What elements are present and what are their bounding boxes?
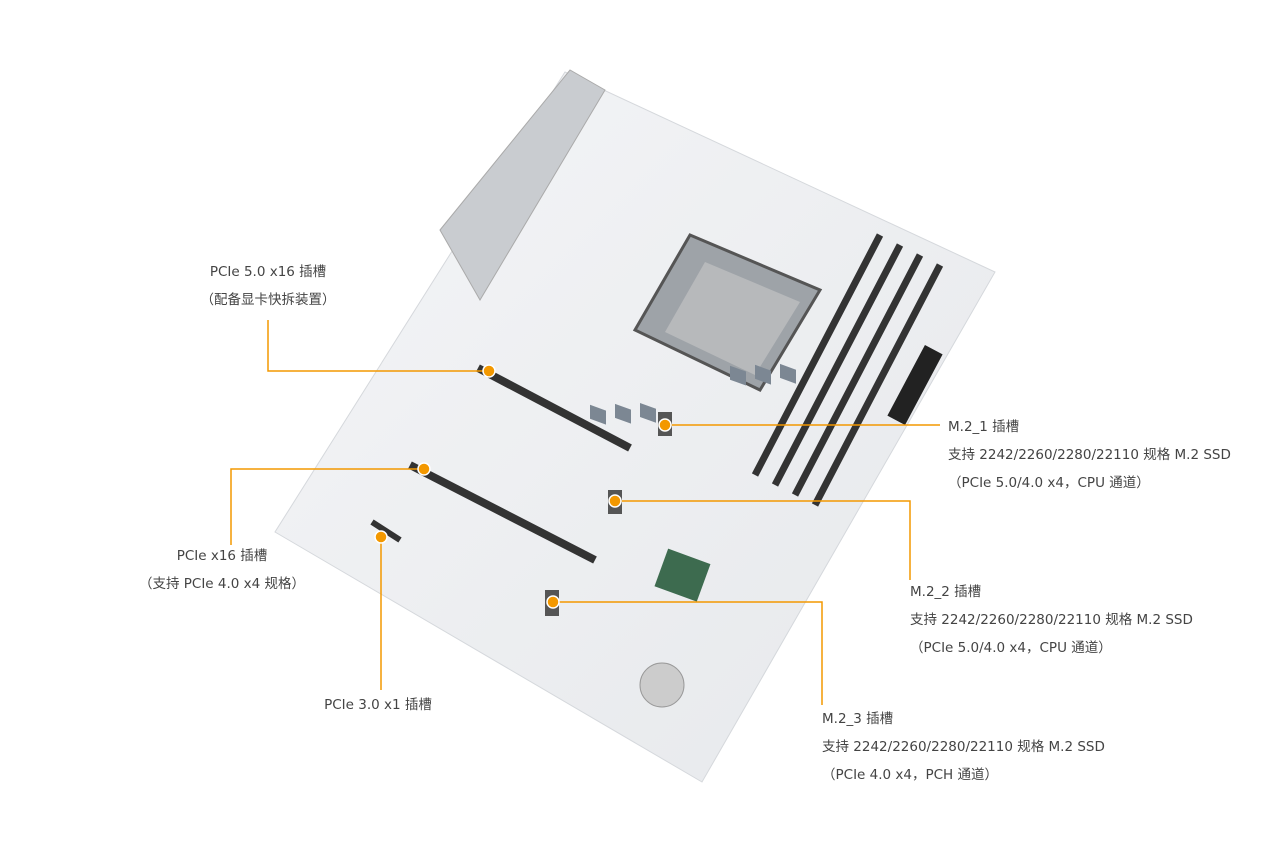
callout-spec: 支持 2242/2260/2280/22110 规格 M.2 SSD <box>822 739 1105 755</box>
callout-spec: 支持 2242/2260/2280/22110 规格 M.2 SSD <box>910 612 1193 628</box>
callout-lanes: （PCIe 5.0/4.0 x4，CPU 通道） <box>948 475 1150 491</box>
callout-lanes: （PCIe 4.0 x4，PCH 通道） <box>822 767 998 783</box>
cmos-battery <box>639 662 685 708</box>
io-ports <box>439 69 606 301</box>
pcb-board <box>274 71 996 783</box>
atx-power-connector <box>887 344 943 426</box>
callout-note: （支持 PCIe 4.0 x4 规格） <box>138 576 306 592</box>
callout-title: PCIe 5.0 x16 插槽 <box>209 264 327 280</box>
callout-m2-2: M.2_2 插槽 支持 2242/2260/2280/22110 规格 M.2 … <box>910 578 1193 662</box>
callout-title: PCIe 3.0 x1 插槽 <box>324 697 432 713</box>
chipset <box>654 548 711 602</box>
callout-spec: 支持 2242/2260/2280/22110 规格 M.2 SSD <box>948 447 1231 463</box>
callout-title: M.2_3 插槽 <box>822 711 894 727</box>
callout-m2-1: M.2_1 插槽 支持 2242/2260/2280/22110 规格 M.2 … <box>948 413 1231 497</box>
callout-pcie5-x16: PCIe 5.0 x16 插槽 （配备显卡快拆装置） <box>201 258 336 314</box>
callout-m2-3: M.2_3 插槽 支持 2242/2260/2280/22110 规格 M.2 … <box>822 705 1105 789</box>
callout-dots <box>374 364 672 609</box>
callout-pcie-x16: PCIe x16 插槽 （支持 PCIe 4.0 x4 规格） <box>139 542 305 598</box>
callout-title: PCIe x16 插槽 <box>176 548 268 564</box>
callout-lines <box>230 320 940 705</box>
callout-note: （配备显卡快拆装置） <box>200 292 336 308</box>
callout-title: M.2_2 插槽 <box>910 584 982 600</box>
callout-pcie3-x1: PCIe 3.0 x1 插槽 <box>324 691 432 719</box>
callout-title: M.2_1 插槽 <box>948 419 1020 435</box>
vrm-chokes <box>590 363 796 425</box>
ram-slots <box>751 233 944 507</box>
callout-lanes: （PCIe 5.0/4.0 x4，CPU 通道） <box>910 640 1112 656</box>
pcie-slots <box>370 364 632 564</box>
